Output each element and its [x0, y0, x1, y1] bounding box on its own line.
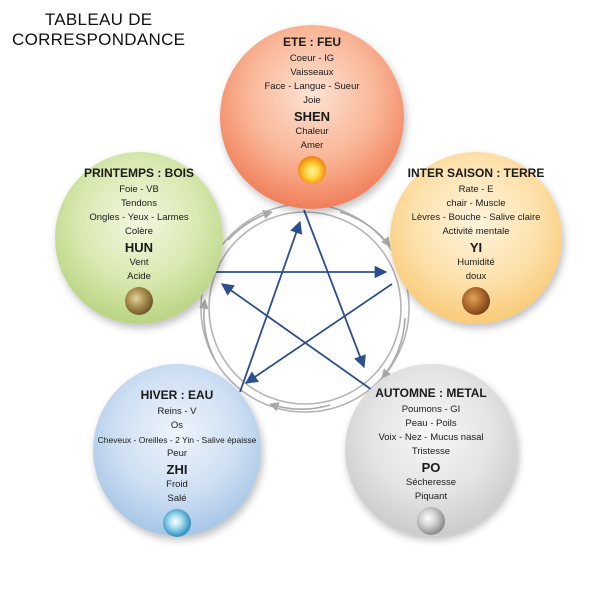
title-line-2: CORRESPONDANCE [12, 30, 186, 49]
wood-taste: Acide [127, 271, 151, 282]
metal-climate: Sécheresse [405, 477, 457, 488]
control-arrow-earth-water [244, 283, 393, 384]
metal-taste: Piquant [414, 491, 448, 502]
metal-orb-icon [417, 507, 445, 535]
wood-emotion: Colère [125, 226, 153, 237]
wood-heading: PRINTEMPS : BOIS [83, 166, 194, 180]
wood-spirit: HUN [124, 240, 154, 255]
earth-climate: Humidité [457, 257, 495, 268]
water-taste: Salé [167, 493, 187, 504]
earth-tissue: chair - Muscle [446, 198, 506, 209]
earth-heading: INTER SAISON : TERRE [407, 166, 545, 180]
element-circle-earth: INTER SAISON : TERRE Rate - E chair - Mu… [390, 152, 562, 324]
element-circle-metal: AUTOMNE : METAL Poumons - GI Peau - Poil… [345, 364, 517, 536]
fire-spirit: SHEN [293, 109, 331, 124]
metal-emotion: Tristesse [411, 446, 451, 457]
control-arrow-water-fire [239, 220, 303, 393]
earth-senses: Lèvres - Bouche - Salive claire [411, 212, 541, 223]
earth-taste: doux [465, 271, 487, 282]
generation-arrow-earth-metal [381, 317, 406, 379]
earth-emotion: Activité mentale [442, 226, 510, 237]
water-heading: HIVER : EAU [140, 388, 214, 402]
wood-tissue: Tendons [121, 198, 157, 209]
wood-organ: Foie - VB [119, 184, 159, 195]
wood-senses: Ongles - Yeux - Larmes [89, 212, 189, 223]
water-organ: Reins - V [157, 406, 197, 417]
metal-senses: Voix - Nez - Mucus nasal [378, 432, 484, 443]
wood-orb-icon [125, 287, 153, 315]
water-senses: Cheveux - Oreilles - 2 Yin - Salive épai… [97, 435, 257, 445]
fire-senses: Face - Langue - Sueur [264, 81, 360, 92]
generation-cycle-arrows [199, 209, 406, 412]
control-cycle-star [212, 209, 393, 393]
control-arrow-fire-metal [303, 209, 366, 369]
water-tissue: Os [170, 420, 184, 431]
fire-heading: ETE : FEU [282, 35, 341, 49]
generation-arrow-water-wood [199, 299, 216, 361]
metal-spirit: PO [421, 460, 441, 475]
metal-organ: Poumons - GI [401, 404, 461, 415]
element-circle-water: HIVER : EAU Reins - V Os Cheveux - Oreil… [93, 364, 261, 537]
control-arrow-metal-wood [220, 283, 373, 391]
wood-climate: Vent [129, 257, 149, 268]
water-orb-icon [163, 509, 191, 537]
water-emotion: Peur [166, 448, 188, 459]
diagram-title: TABLEAU DE CORRESPONDANCE [12, 10, 185, 50]
fire-organ: Coeur - IG [289, 53, 335, 64]
title-line-1: TABLEAU DE [44, 10, 153, 29]
metal-tissue: Peau - Poils [405, 418, 457, 429]
metal-heading: AUTOMNE : METAL [375, 386, 487, 400]
element-circle-fire: ETE : FEU Coeur - IG Vaisseaux Face - La… [220, 25, 404, 209]
fire-orb-icon [298, 156, 326, 184]
earth-spirit: YI [469, 240, 483, 255]
water-climate: Froid [166, 479, 188, 490]
fire-emotion: Joie [303, 95, 321, 106]
water-spirit: ZHI [166, 462, 188, 477]
fire-climate: Chaleur [295, 126, 329, 137]
element-circle-wood: PRINTEMPS : BOIS Foie - VB Tendons Ongle… [55, 152, 223, 324]
generation-arrow-wood-fire [227, 209, 273, 241]
fire-tissue: Vaisseaux [290, 67, 334, 78]
generation-arrow-fire-earth [339, 211, 391, 247]
earth-orb-icon [462, 287, 490, 315]
fire-taste: Amer [300, 140, 324, 151]
generation-arrow-metal-water [269, 402, 331, 412]
earth-organ: Rate - E [458, 184, 494, 195]
